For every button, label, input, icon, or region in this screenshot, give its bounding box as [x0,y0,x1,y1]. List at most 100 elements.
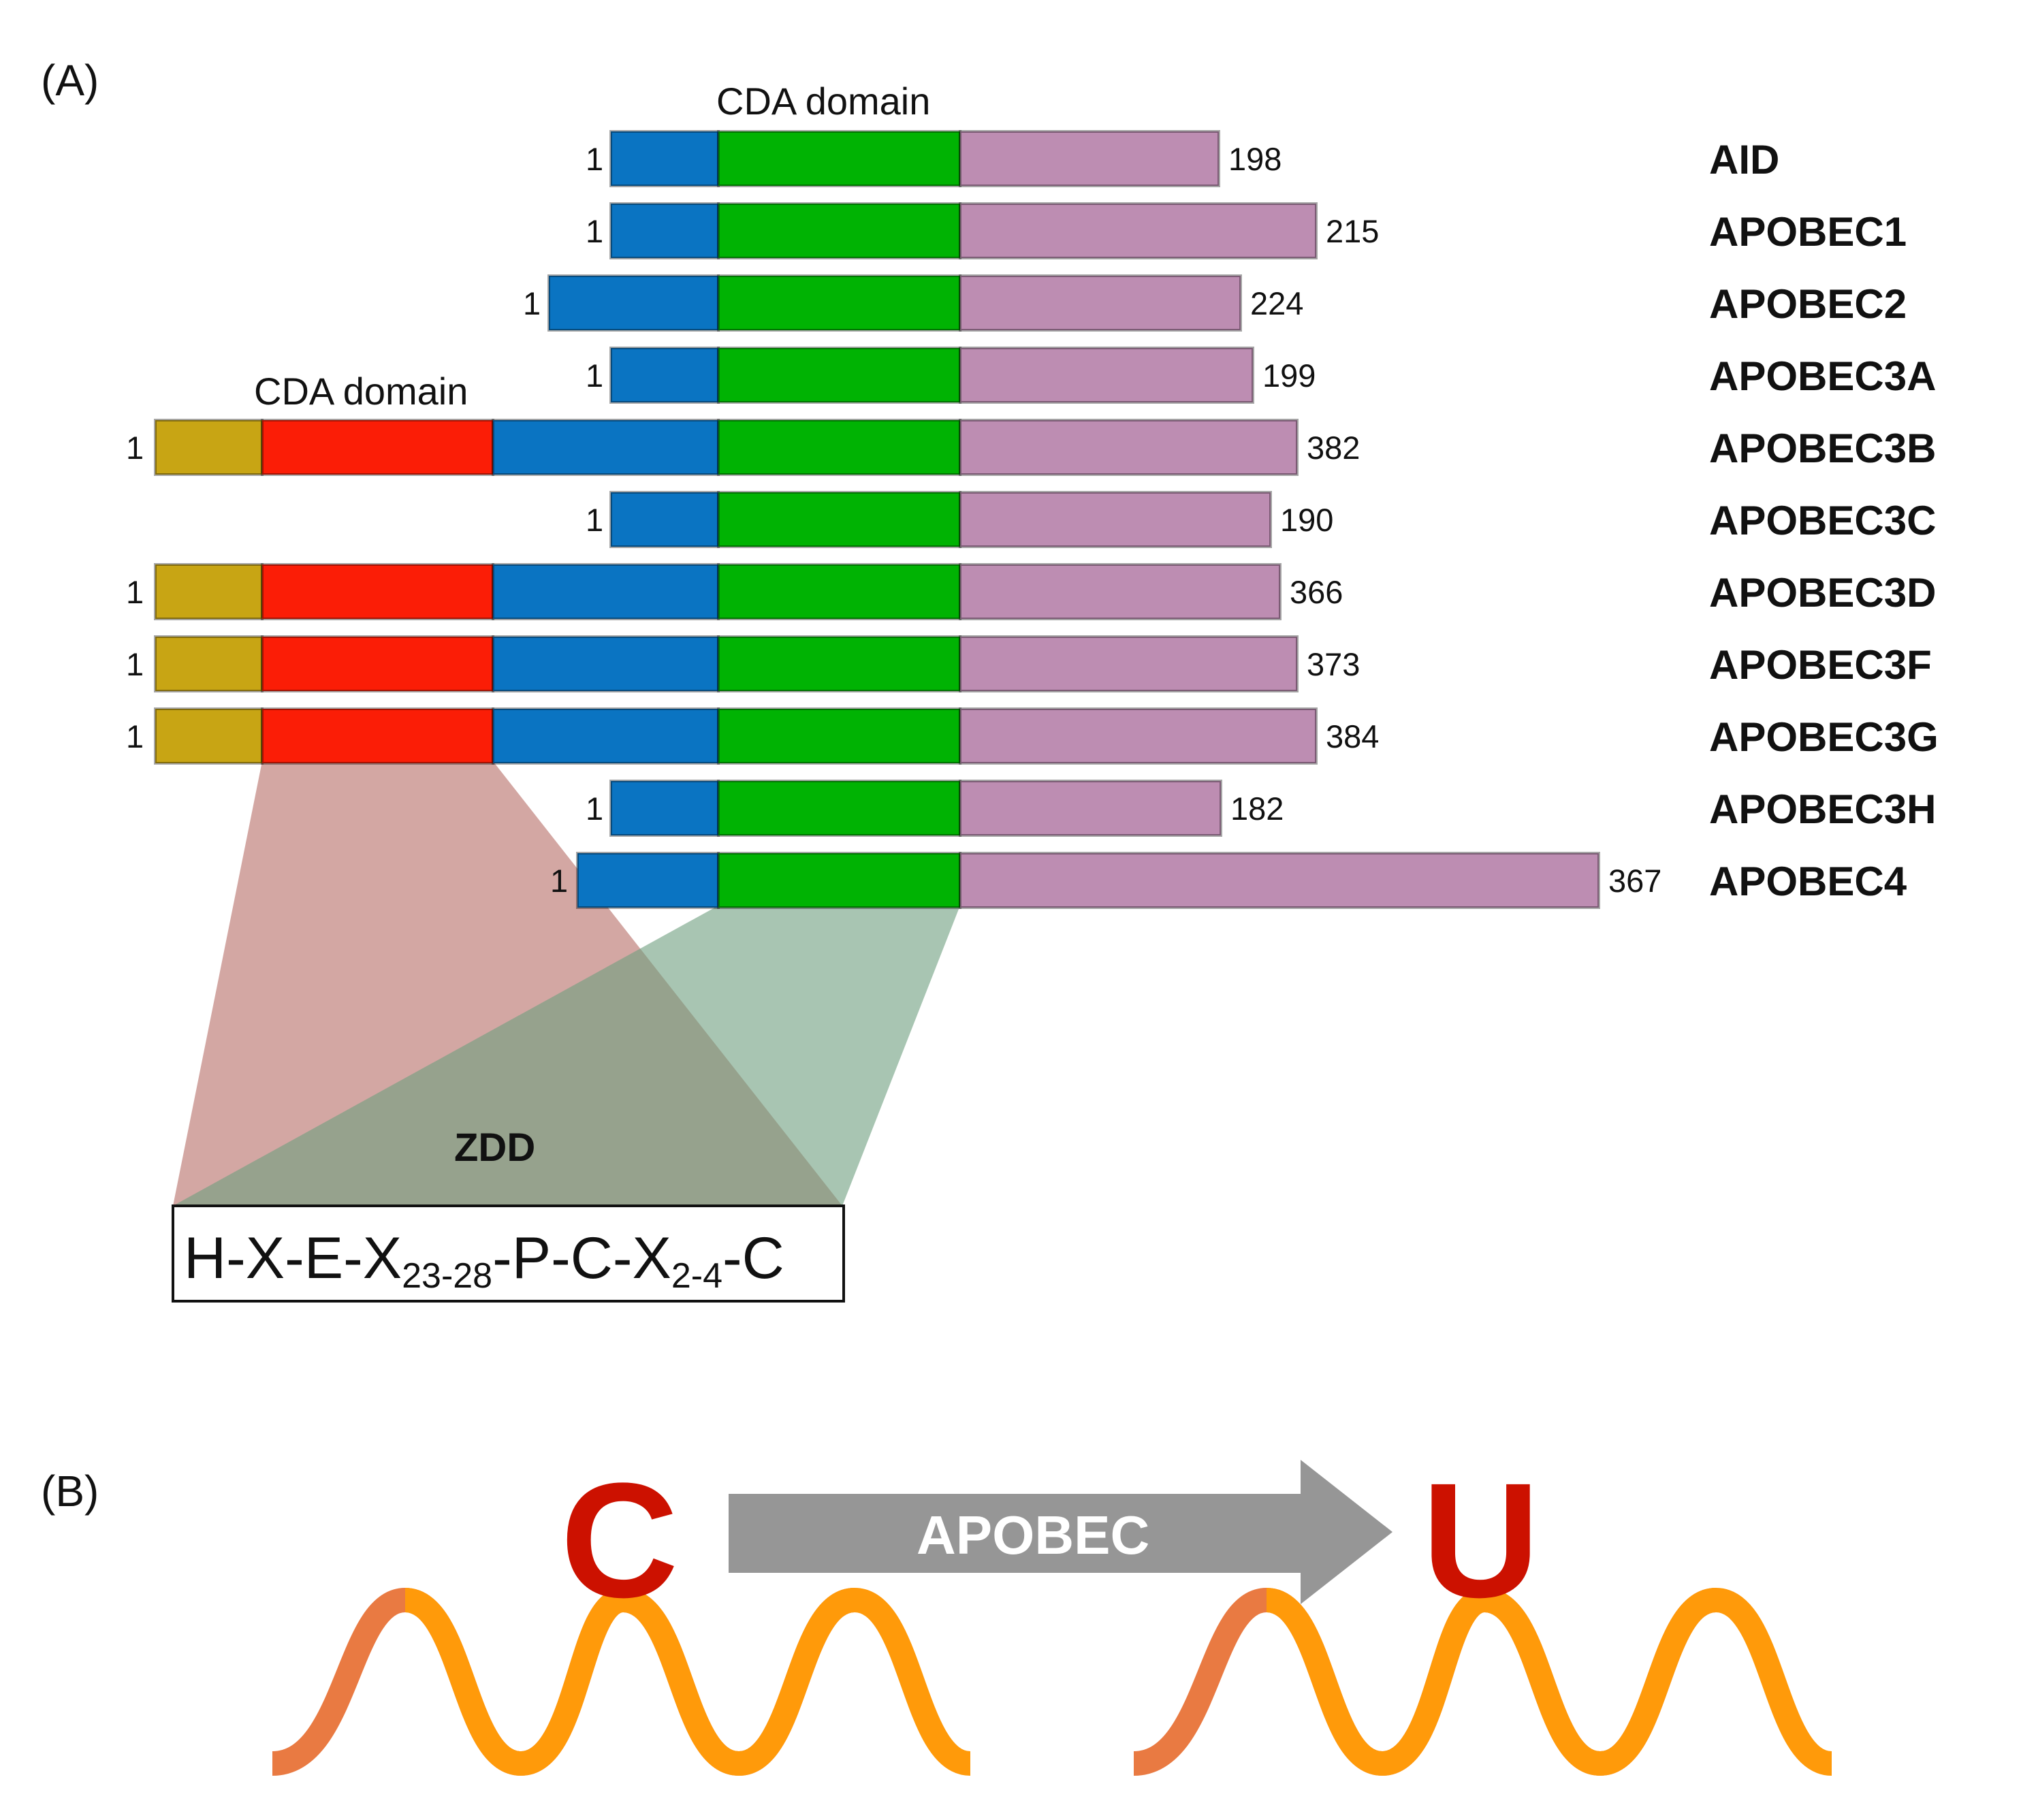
protein-name: APOBEC1 [1709,209,1907,255]
linker-segment [492,419,720,476]
protein-row: 1 384 APOBEC3G [126,707,1939,765]
protein-name: APOBEC3D [1709,570,1936,616]
n-terminal-segment [154,419,264,476]
n-terminal-segment [609,347,720,404]
cda-domain-segment [717,274,961,332]
cda-domain-segment [717,130,961,187]
zdd-motif-box: H-X-E-X23-28-P-C-X2-4-C [172,1204,845,1303]
end-residue-label: 382 [1307,430,1360,466]
protein-name: APOBEC3F [1709,642,1932,688]
start-residue-label: 1 [523,285,541,321]
cda-domain-segment [717,419,961,476]
c-terminal-segment [959,274,1242,332]
end-residue-label: 373 [1307,646,1360,682]
protein-row: 1 366 APOBEC3D [126,563,1936,620]
n-terminal-segment [609,202,720,259]
rna-strands [271,1587,1834,1776]
cda1-domain-segment [261,563,494,620]
cda-domain-label-left: CDA domain [254,370,468,413]
protein-name: AID [1709,137,1779,182]
linker-segment [492,563,720,620]
n-terminal-segment [154,635,264,692]
start-residue-label: 1 [550,863,568,899]
protein-row: 1 373 APOBEC3F [126,635,1932,692]
c-terminal-segment [959,491,1272,548]
start-residue-label: 1 [586,141,603,177]
protein-name: APOBEC2 [1709,281,1907,327]
cytidine-base: C [560,1449,678,1631]
end-residue-label: 215 [1326,213,1379,249]
cda-domain-segment [717,563,961,620]
start-residue-label: 1 [586,357,603,394]
protein-name: APOBEC3H [1709,786,1936,832]
start-residue-label: 1 [586,791,603,827]
protein-row: 1 198 AID [586,130,1779,187]
protein-row: 1 182 APOBEC3H [586,780,1936,837]
end-residue-label: 198 [1228,141,1282,177]
end-residue-label: 366 [1290,574,1343,610]
motif-subscript-2: 2-4 [671,1256,722,1296]
c-terminal-segment [959,130,1220,187]
end-residue-label: 182 [1230,791,1284,827]
zdd-projection [173,761,960,1206]
n-terminal-segment [576,852,720,909]
rna-strand-right-b [1264,1587,1834,1776]
protein-name: APOBEC3G [1709,714,1939,760]
start-residue-label: 1 [126,718,144,754]
linker-segment [492,707,720,765]
protein-row: 1 215 APOBEC1 [586,202,1907,259]
panel-b-label: (B) [41,1467,99,1516]
n-terminal-segment [547,274,720,332]
c-terminal-segment [959,635,1299,692]
panel-a-label: (A) [41,56,99,105]
end-residue-label: 384 [1326,718,1379,754]
motif-frame [172,1204,845,1303]
cda-domain-segment [717,707,961,765]
protein-name: APOBEC3A [1709,353,1936,399]
apobec-arrow-label: APOBEC [917,1505,1149,1565]
n-terminal-segment [154,563,264,620]
start-residue-label: 1 [586,502,603,538]
cda1-domain-segment [261,419,494,476]
cda1-domain-segment [261,707,494,765]
n-terminal-segment [609,491,720,548]
zdd-motif: H-X-E-X23-28-P-C-X2-4-C [184,1226,784,1296]
start-residue-label: 1 [126,574,144,610]
c-terminal-segment [959,852,1600,909]
c-terminal-segment [959,780,1222,837]
motif-part-2: -P-C-X [492,1226,671,1291]
apobec-arrow [729,1460,1393,1604]
zdd-right-projection [173,906,960,1206]
protein-name: APOBEC4 [1709,859,1907,904]
end-residue-label: 224 [1250,285,1303,321]
cda-domain-segment [717,852,961,909]
cda-domain-segment [717,491,961,548]
end-residue-label: 367 [1608,863,1661,899]
cda-domain-label-top: CDA domain [716,80,930,123]
protein-row: 1 367 APOBEC4 [550,852,1907,909]
cda-domain-segment [717,780,961,837]
motif-part-3: -C [722,1226,784,1291]
c-terminal-segment [959,202,1318,259]
cda-domain-segment [717,202,961,259]
rna-strand-left-b [403,1587,972,1776]
uridine-base: U [1422,1449,1540,1631]
start-residue-label: 1 [126,646,144,682]
end-residue-label: 190 [1280,502,1333,538]
zdd-label: ZDD [454,1125,535,1170]
start-residue-label: 1 [586,213,603,249]
motif-subscript-1: 23-28 [402,1256,492,1296]
cda1-domain-segment [261,635,494,692]
c-terminal-segment [959,563,1282,620]
cda-domain-segment [717,635,961,692]
protein-name: APOBEC3B [1709,426,1936,471]
c-terminal-segment [959,419,1299,476]
n-terminal-segment [154,707,264,765]
c-terminal-segment [959,347,1254,404]
protein-row: 1 224 APOBEC2 [523,274,1907,332]
protein-row: 1 190 APOBEC3C [586,491,1936,548]
protein-name: APOBEC3C [1709,498,1936,543]
linker-segment [492,635,720,692]
